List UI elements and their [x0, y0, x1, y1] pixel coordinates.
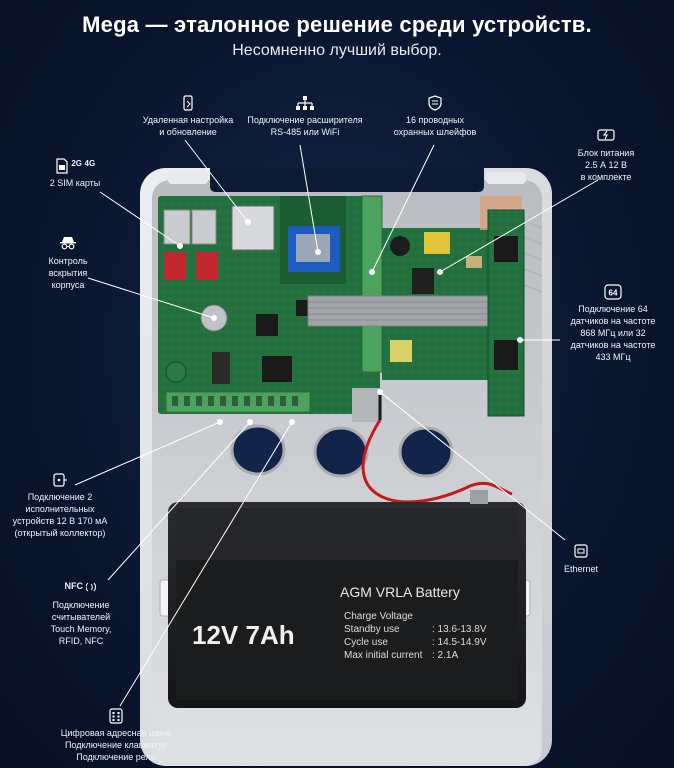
callout-expander: Подключение расширителя RS-485 или WiFi	[240, 95, 370, 138]
battery	[168, 490, 526, 708]
badge-2g: 2G	[71, 159, 82, 168]
callout-wireless-sensors: 64 Подключение 64 датчиков на частоте 86…	[560, 284, 666, 363]
battery-wire	[361, 419, 513, 504]
sim-card-icon	[56, 158, 68, 174]
spy-icon	[28, 236, 108, 252]
callout-address-bus: Цифровая адресная шина Подключение клави…	[46, 708, 186, 763]
battery-spec-table: Charge Voltage Standby use: 13.6-13.8V C…	[344, 610, 514, 662]
shield-icon	[380, 95, 490, 111]
badge-4g: 4G	[84, 159, 96, 168]
page-title: Mega — эталонное решение среди устройств…	[82, 12, 592, 37]
smartphone-icon	[128, 95, 248, 111]
ethernet-port-icon	[550, 544, 612, 560]
battery-rating: 12V 7Ah	[192, 620, 295, 650]
network-hierarchy-icon	[240, 95, 370, 111]
battery-spec-row: Standby use: 13.6-13.8V	[344, 624, 487, 635]
callout-tamper: Контроль вскрытия корпуса	[28, 236, 108, 291]
battery-spec-title: Charge Voltage	[344, 611, 413, 622]
battery-spec-row: Max initial current: 2.1A	[344, 650, 459, 661]
battery-spec-row: Cycle use: 14.5-14.9V	[344, 637, 487, 648]
callout-readers: NFC Подключение считывателей Touch Memor…	[36, 580, 126, 647]
battery-brand: AGM VRLA Battery	[340, 584, 460, 600]
output-device-icon	[2, 472, 118, 488]
keypad-icon	[46, 708, 186, 724]
callout-ethernet: Ethernet	[550, 544, 612, 575]
callout-sim-cards: 2G 4G 2 SIM карты	[49, 158, 101, 188]
radio-sensor-icon: 64	[560, 284, 666, 300]
callout-leader-lines	[74, 139, 599, 707]
badge-64: 64	[609, 289, 618, 298]
callout-remote-config: Удаленная настройка и обновление	[128, 95, 248, 138]
page-subtitle: Несомненно лучший выбор.	[232, 42, 442, 59]
power-supply-icon	[556, 128, 656, 144]
callout-outputs: Подключение 2 исполнительных устройств 1…	[2, 472, 118, 539]
callout-wired-loops: 16 проводных охранных шлейфов	[380, 95, 490, 138]
nfc-icon: NFC	[36, 580, 126, 596]
radio-module-board	[487, 209, 525, 417]
callout-power-supply: Блок питания 2.5 А 12 В в комплекте	[556, 128, 656, 183]
